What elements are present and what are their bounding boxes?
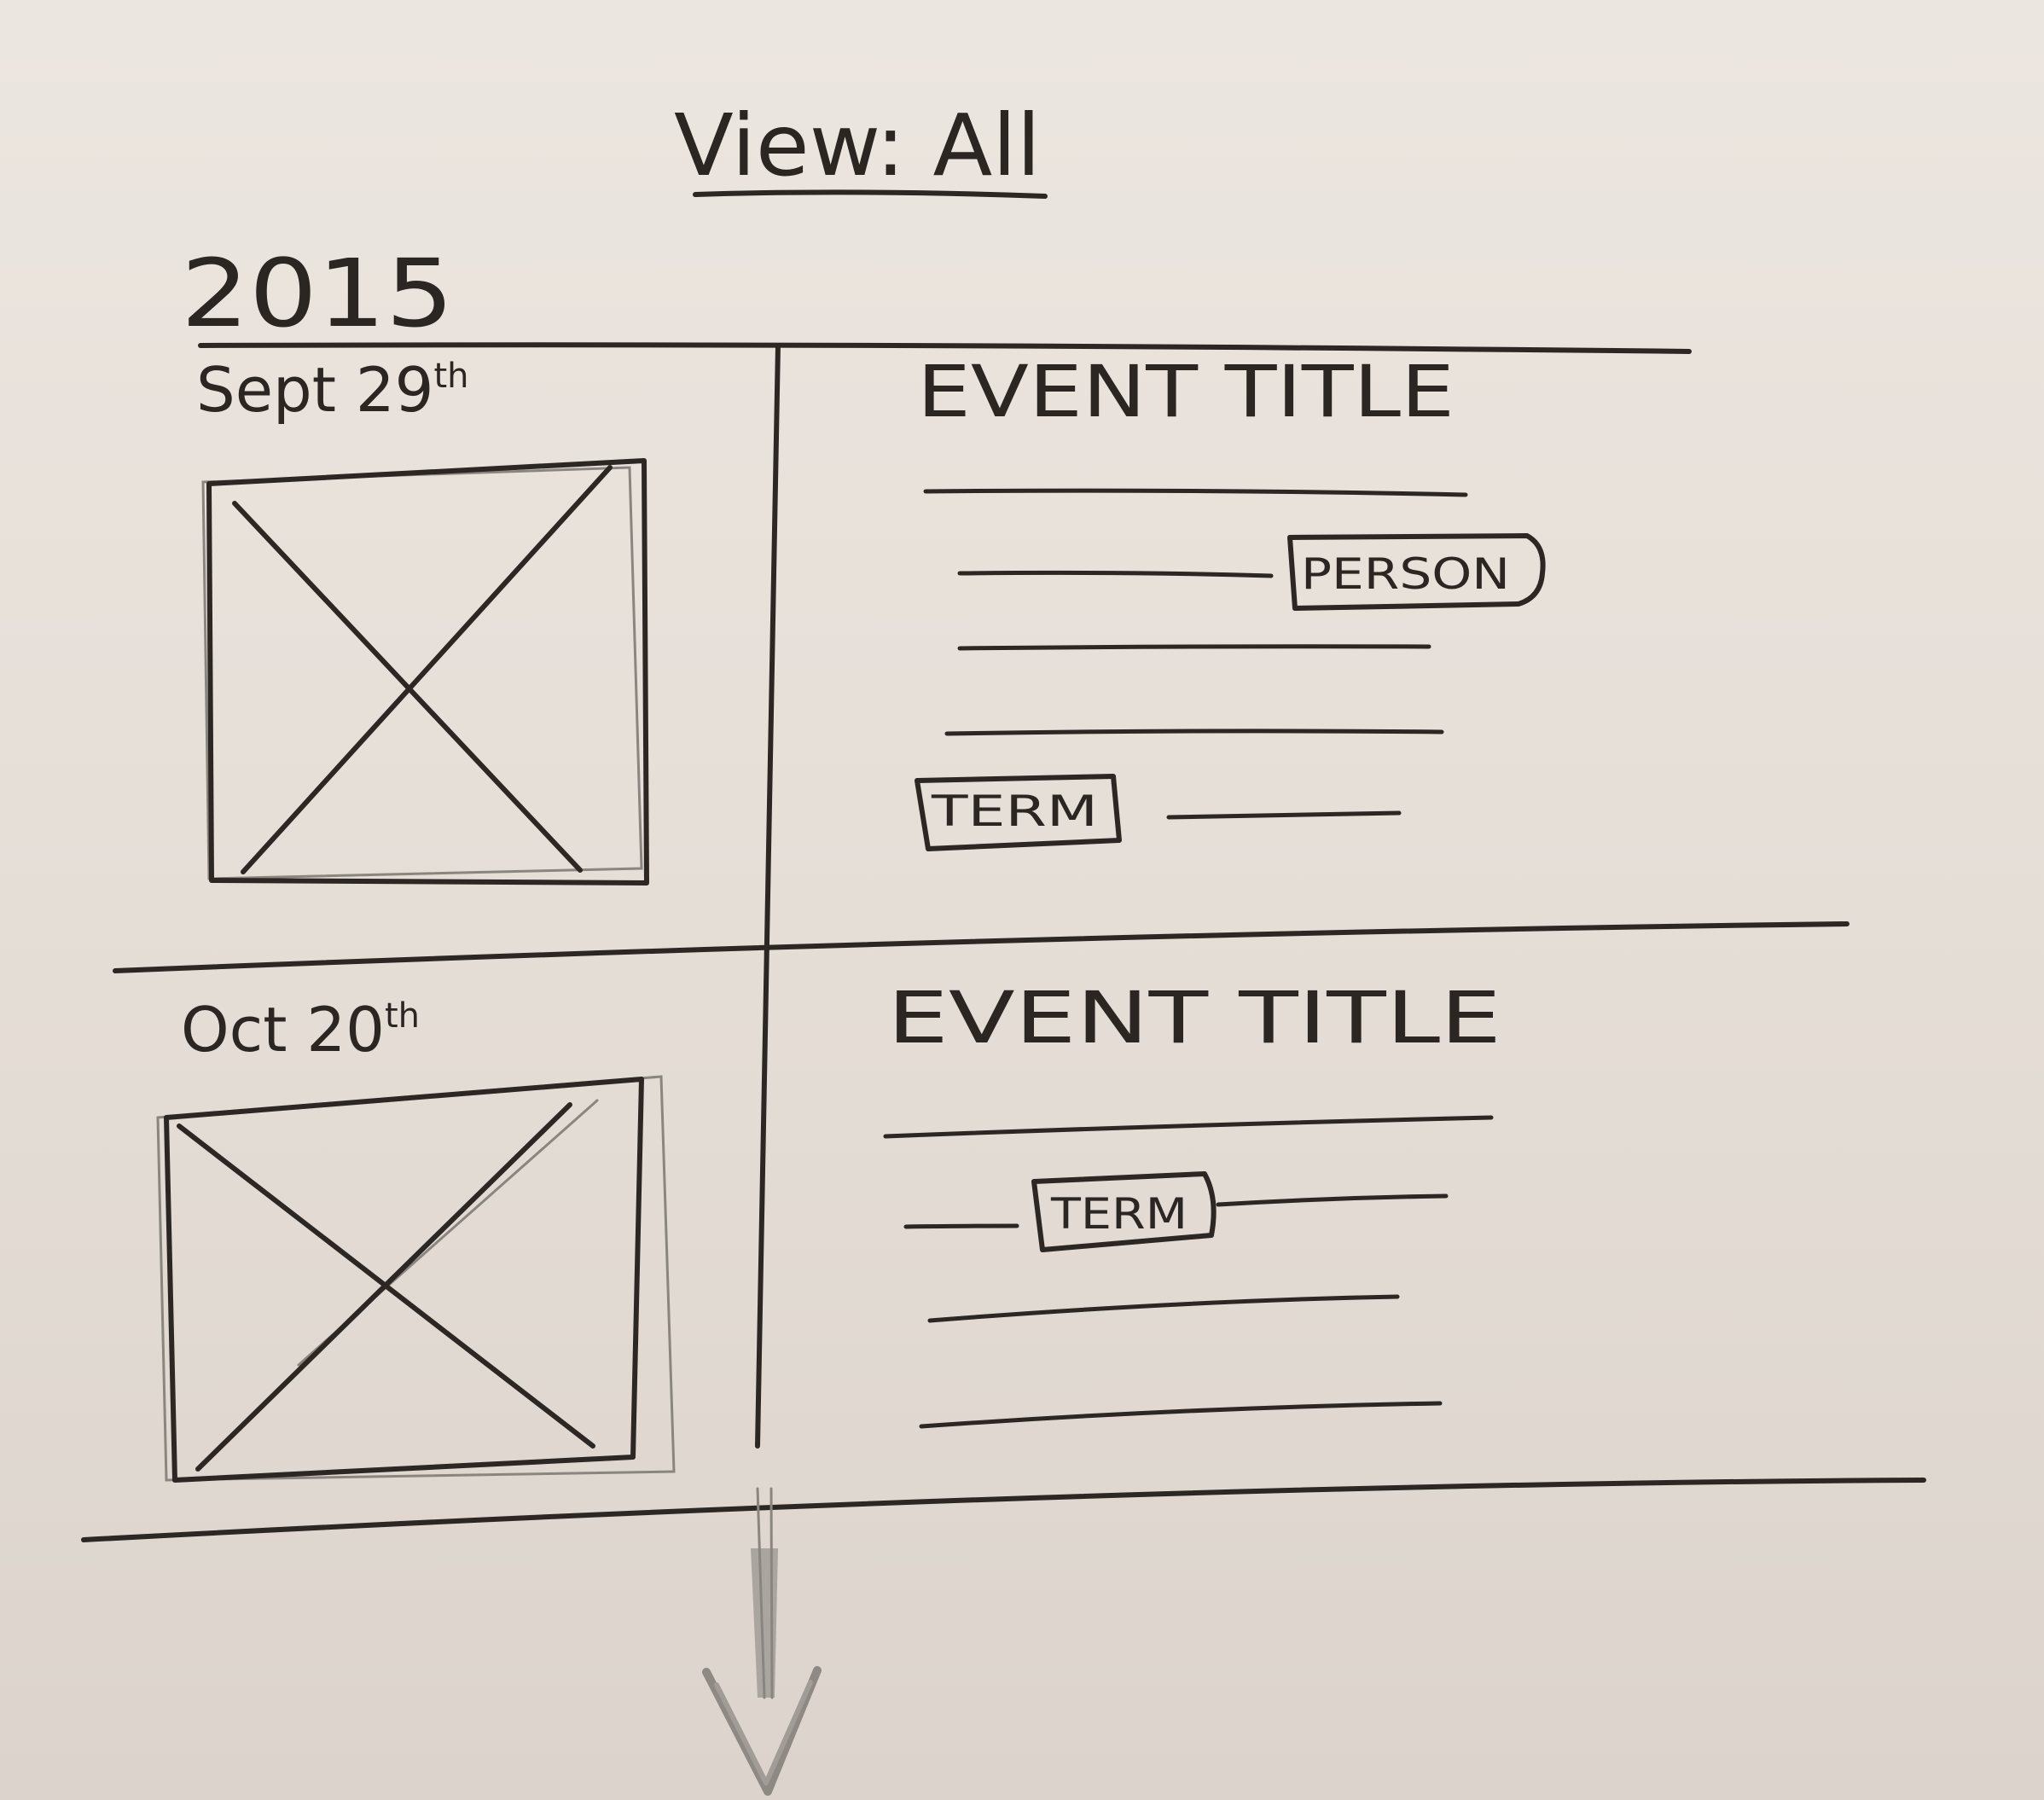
event-date-suffix: th bbox=[385, 996, 420, 1036]
tag-term[interactable]: TERM bbox=[915, 774, 1122, 851]
svg-text:TERM: TERM bbox=[1050, 1189, 1187, 1239]
event-date-suffix: th bbox=[433, 357, 468, 396]
view-filter-label: View: bbox=[674, 96, 905, 195]
image-placeholder-icon bbox=[156, 1075, 676, 1483]
year-heading: 2015 bbox=[181, 239, 454, 348]
image-placeholder-icon bbox=[201, 458, 649, 885]
view-filter-underline bbox=[693, 189, 1048, 199]
event-description bbox=[923, 488, 1468, 820]
year-divider bbox=[198, 342, 1692, 354]
tag-person[interactable]: PERSON bbox=[1287, 533, 1546, 611]
event-title[interactable]: EVENT TITLE bbox=[887, 976, 1501, 1060]
view-filter[interactable]: View: All bbox=[674, 96, 1048, 199]
svg-text:PERSON: PERSON bbox=[1301, 549, 1510, 599]
tag-term[interactable]: TERM bbox=[1031, 1171, 1217, 1252]
event-divider bbox=[113, 921, 1849, 973]
svg-text:TERM: TERM bbox=[931, 787, 1098, 836]
svg-text:View: All: View: All bbox=[674, 96, 1041, 195]
event-description bbox=[883, 1115, 1494, 1429]
timeline-column-divider bbox=[755, 343, 781, 1449]
event-date: Oct 20th bbox=[181, 994, 420, 1065]
event-card[interactable]: Sept 29th EVENT TITLE PERSON TERM bbox=[196, 350, 1546, 885]
event-date: Sept 29th bbox=[196, 354, 468, 426]
timeline-bottom-divider bbox=[81, 1478, 1926, 1542]
view-filter-value[interactable]: All bbox=[932, 96, 1041, 195]
arrow-down-icon[interactable] bbox=[702, 1487, 822, 1796]
event-title[interactable]: EVENT TITLE bbox=[917, 350, 1455, 433]
event-card[interactable]: Oct 20th EVENT TITLE TERM bbox=[156, 976, 1501, 1483]
